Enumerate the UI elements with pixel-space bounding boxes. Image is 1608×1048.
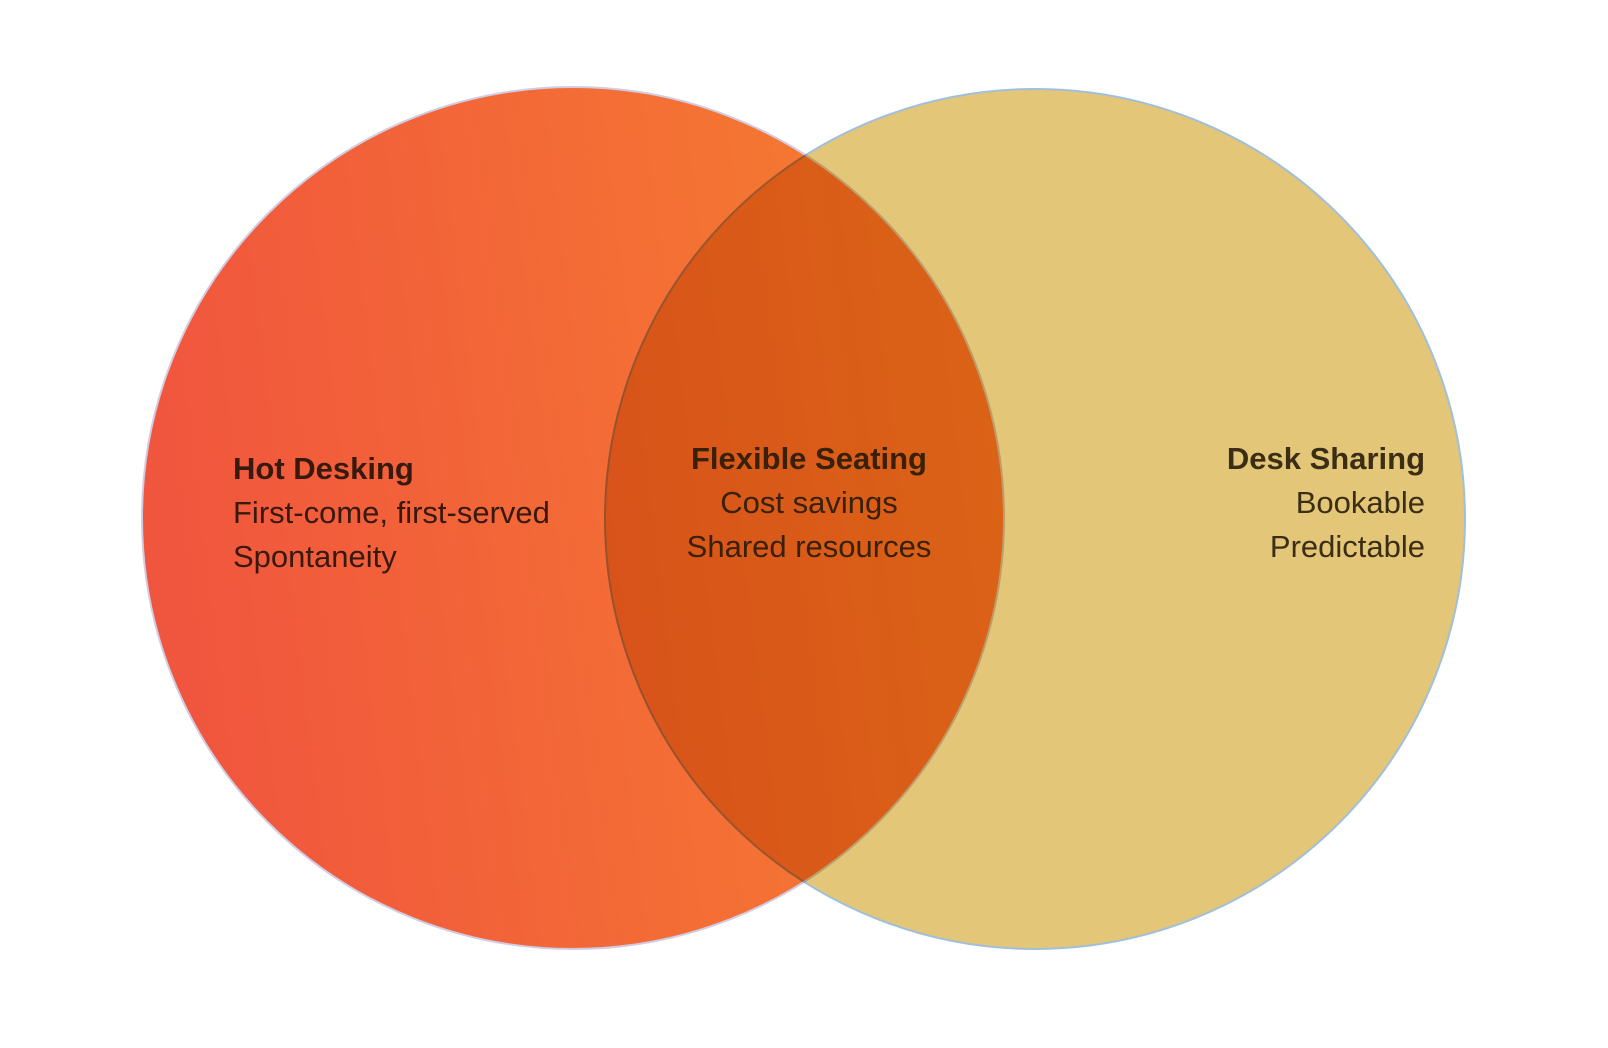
flexible-seating-item: Cost savings (720, 485, 898, 520)
hot-desking-title: Hot Desking (233, 451, 414, 486)
desk-sharing-item: Predictable (1269, 529, 1425, 564)
desk-sharing-title: Desk Sharing (1226, 441, 1425, 476)
flexible-seating-title: Flexible Seating (690, 441, 927, 476)
flexible-seating-item: Shared resources (686, 529, 932, 564)
hot-desking-label-group: Hot Desking First-come, first-served Spo… (233, 447, 550, 579)
hot-desking-item: First-come, first-served (233, 495, 550, 530)
desk-sharing-circle (604, 88, 1466, 950)
desk-sharing-label-group: Desk Sharing Bookable Predictable (1227, 437, 1425, 569)
flexible-seating-label-group: Flexible Seating Cost savings Shared res… (687, 437, 932, 569)
desk-sharing-item: Bookable (1295, 485, 1425, 520)
hot-desking-item: Spontaneity (233, 539, 397, 574)
